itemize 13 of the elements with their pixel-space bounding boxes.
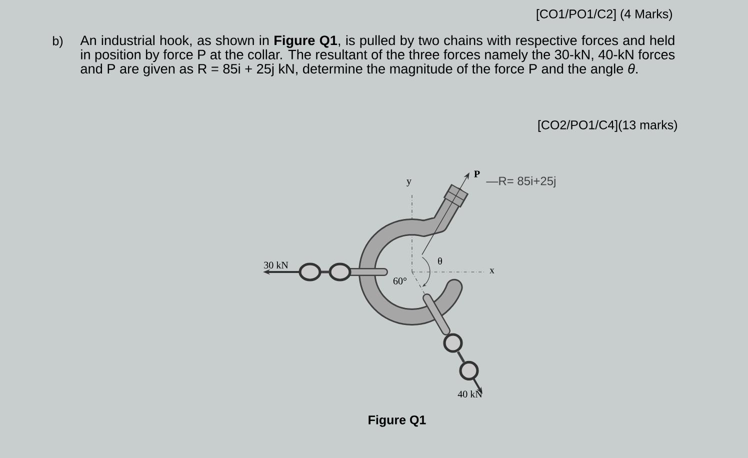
marks-note: [CO1/PO1/C2] (4 Marks)	[536, 9, 672, 21]
angle-label: θ	[438, 257, 442, 265]
marks-note: [CO2/PO1/C4](13 marks)	[538, 120, 677, 132]
force-label: 30 kN	[264, 261, 288, 268]
force-label: 40 kN	[458, 390, 482, 398]
handwritten-note: —R= 85i+25j	[486, 176, 556, 188]
force-label: P	[474, 170, 480, 178]
question-text: An industrial hook, as shown in Figure Q1, is pulled by two chains with respective forces and held in position by force P at the collar. The resultant of the three forces namely the 30-kN, 40-kN forces and P are given as R = 85i + 25j kN, determine the magnitude of the force P and the angle θ.	[80, 35, 675, 76]
axis-label: x	[490, 268, 494, 274]
item-letter: b)	[53, 36, 63, 48]
figure-caption: Figure Q1	[368, 415, 426, 427]
angle-label: 60°	[393, 278, 407, 284]
axis-label: y	[406, 180, 412, 186]
